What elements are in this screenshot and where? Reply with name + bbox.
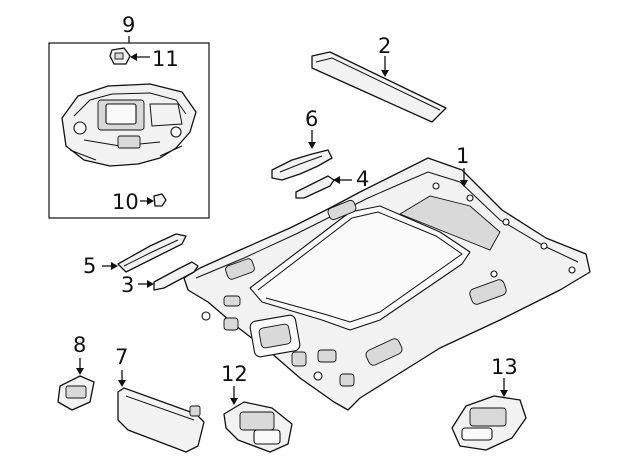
part-3-grip <box>153 261 199 291</box>
callout-2: 2 <box>378 34 391 58</box>
callout-11: 11 <box>152 47 179 71</box>
callout-4: 4 <box>356 167 369 191</box>
arrow-2 <box>381 70 389 77</box>
part-13-lamp <box>451 395 527 451</box>
callout-3: 3 <box>121 273 134 297</box>
part-10-clip <box>153 193 167 207</box>
callout-6: 6 <box>305 107 318 131</box>
arrow-5 <box>111 262 118 270</box>
arrow-10 <box>147 197 154 205</box>
arrow-1 <box>460 180 468 187</box>
callout-7: 7 <box>115 345 128 369</box>
callout-8: 8 <box>73 333 86 357</box>
part-12-lamp <box>223 401 293 453</box>
callout-10: 10 <box>112 190 139 214</box>
callout-12: 12 <box>221 362 248 386</box>
arrow-7 <box>118 380 126 387</box>
arrow-6 <box>308 142 316 149</box>
arrow-3 <box>147 280 154 288</box>
arrow-4 <box>333 176 340 184</box>
part-7-visor <box>117 387 205 453</box>
arrow-12 <box>230 398 238 405</box>
part-6-bracket <box>271 149 333 181</box>
part-4-grip <box>295 175 335 199</box>
part-overhead-console <box>61 83 197 167</box>
arrow-8 <box>76 368 84 375</box>
callout-1: 1 <box>456 144 469 168</box>
part-1-headliner <box>183 157 591 411</box>
part-11-clip <box>109 47 131 65</box>
callout-5: 5 <box>83 254 96 278</box>
arrow-11 <box>130 53 137 61</box>
callout-13: 13 <box>491 355 518 379</box>
part-2-pad <box>311 51 447 123</box>
callout-9: 9 <box>122 13 135 37</box>
part-5-bracket <box>117 233 187 273</box>
arrow-13 <box>500 390 508 397</box>
part-8-lamp <box>57 375 95 411</box>
